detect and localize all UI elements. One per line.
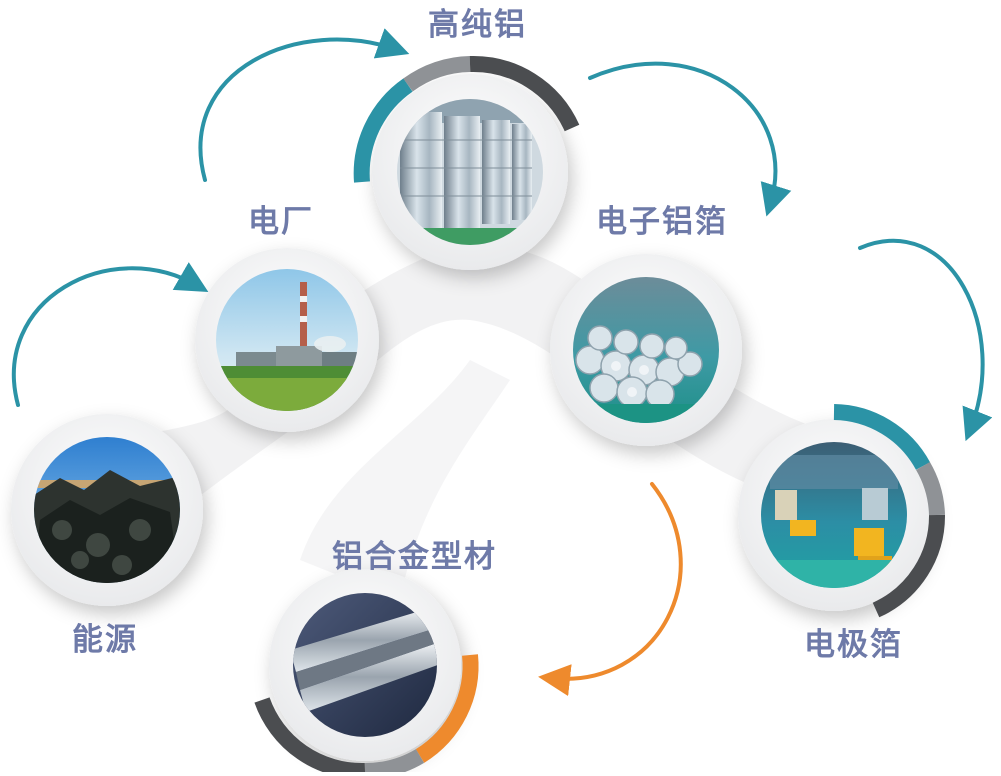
label-high-purity-aluminum: 高纯铝 [428, 7, 527, 43]
photo-energy [34, 437, 180, 583]
arrow-aluminum-to-foil [588, 61, 792, 217]
flow-arrows [11, 28, 993, 697]
arrow-foil-to-electrode [858, 239, 993, 442]
ring-alloy-profile [254, 654, 479, 776]
arrow-energy-to-plant [11, 262, 209, 407]
ring-electrode-foil [833, 404, 946, 618]
label-electrode-foil: 电极箔 [804, 627, 903, 663]
arrow-plant-to-aluminum [198, 28, 410, 182]
arrow-electrode-to-alloy [538, 482, 683, 697]
label-electronic-aluminum-foil: 电子铝箔 [596, 204, 728, 240]
photo-aluminum-alloy-profile [293, 593, 437, 737]
label-energy: 能源 [72, 622, 138, 658]
label-aluminum-alloy-profile: 铝合金型材 [332, 539, 497, 575]
ring-high-purity-aluminum [353, 55, 580, 183]
photo-electrode-foil [761, 442, 907, 588]
label-power-plant: 电厂 [248, 204, 314, 240]
